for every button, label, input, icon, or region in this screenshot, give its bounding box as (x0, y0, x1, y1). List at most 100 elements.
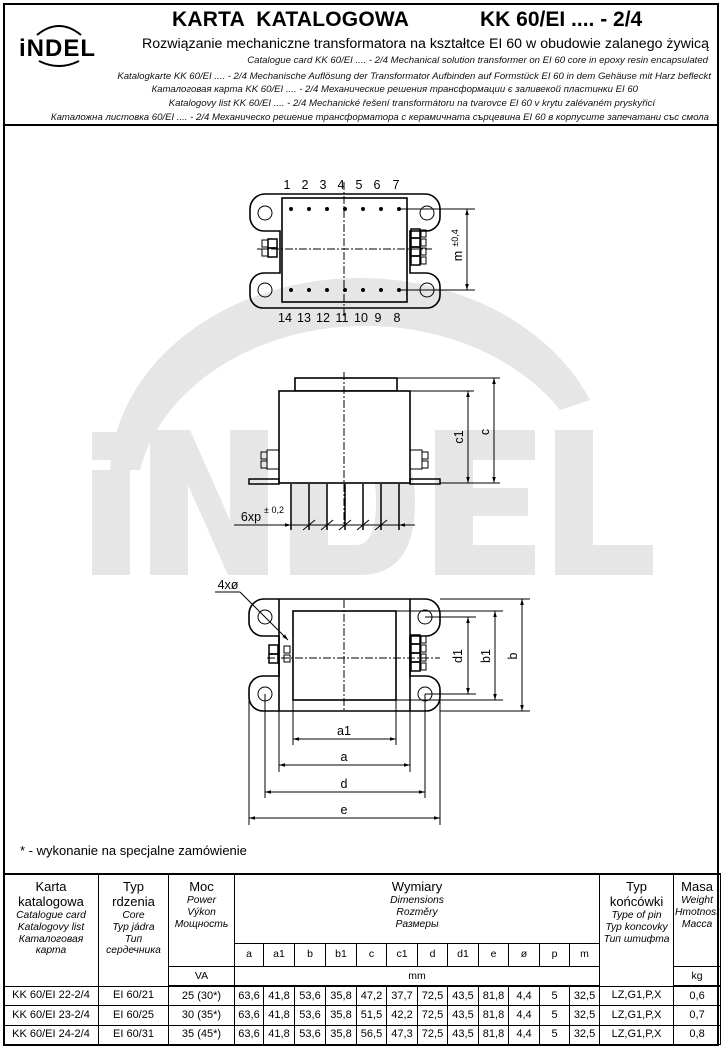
side-view (234, 372, 500, 531)
table-cell: KK 60/EI 24-2/4 (3, 1024, 99, 1045)
m-label: m (451, 251, 465, 261)
pin-label: 4 (338, 178, 345, 192)
dim-key: c1 (386, 942, 418, 967)
top-view (249, 182, 475, 318)
table-cell: 53,6 (294, 1005, 326, 1026)
table-cell: 32,5 (568, 1005, 601, 1026)
pin-label: 5 (356, 178, 363, 192)
p-tolerance: ± 0,2 (264, 505, 284, 515)
table-cell: 0,7 (673, 1005, 722, 1026)
pin-label: 7 (393, 178, 400, 192)
pin-label: 14 (278, 311, 292, 325)
table-cell: 5 (539, 1024, 570, 1045)
pin-label: 12 (316, 311, 330, 325)
dim-key: d (417, 942, 448, 967)
catalogue-code: KK 60/EI .... - 2/4 (480, 8, 643, 31)
table-cell: 72,5 (417, 985, 448, 1006)
dim-key: e (478, 942, 509, 967)
pin-label: 3 (320, 178, 327, 192)
table-cell: 35,8 (325, 1005, 357, 1026)
svg-text:iNDEL: iNDEL (19, 35, 96, 62)
dim-key: a (234, 942, 264, 967)
table-cell: 47,3 (386, 1024, 418, 1045)
pin-label: 11 (336, 311, 349, 325)
c1-label: c1 (452, 430, 466, 443)
table-cell: 35,8 (325, 1024, 357, 1045)
table-cell: 42,2 (386, 1005, 418, 1026)
table-cell: EI 60/31 (98, 1024, 169, 1045)
table-cell: 35,8 (325, 985, 357, 1006)
dim-key: a1 (263, 942, 295, 967)
table-cell: 56,5 (356, 1024, 387, 1045)
table-cell: 53,6 (294, 1024, 326, 1045)
table-cell: 72,5 (417, 1024, 448, 1045)
dim-key: b1 (325, 942, 357, 967)
dim-key: b (294, 942, 326, 967)
table-cell: 63,6 (234, 985, 264, 1006)
subtitle-en: Catalogue card KK 60/EI .... - 2/4 Mecha… (247, 55, 708, 66)
table-cell: 47,2 (356, 985, 387, 1006)
pin-label: 2 (302, 178, 309, 192)
subtitle-de: Katalogkarte KK 60/EI .... - 2/4 Mechani… (117, 71, 711, 82)
table-cell: LZ,G1,P,X (599, 1024, 675, 1045)
table-cell: 35 (45*) (168, 1024, 235, 1045)
e-label: e (341, 803, 348, 817)
table-cell: 81,8 (478, 1005, 509, 1026)
pin-label: 9 (375, 311, 382, 325)
unit-power: VA (168, 965, 235, 987)
table-cell: 63,6 (234, 1005, 264, 1026)
table-cell: 5 (539, 985, 570, 1006)
watermark (92, 278, 653, 575)
special-order-note: * - wykonanie na specjalne zamówienie (20, 843, 247, 858)
pin-label: 1 (284, 178, 291, 192)
table-cell: 43,5 (447, 1005, 479, 1026)
table-cell: KK 60/EI 23-2/4 (3, 1005, 99, 1026)
subtitle-ru: Каталоговая карта KK 60/EI .... - 2/4 Ме… (151, 84, 638, 95)
indel-logo: iNDEL (19, 25, 96, 67)
header: iNDEL (3, 3, 719, 126)
unit-dims: mm (233, 965, 601, 987)
dim-key: d1 (447, 942, 479, 967)
unit-mass: kg (673, 965, 722, 987)
table-cell: 4,4 (508, 1005, 540, 1026)
table-cell: 72,5 (417, 1005, 448, 1026)
a-label: a (341, 750, 348, 764)
table-cell: 37,7 (386, 985, 418, 1006)
table-cell: 81,8 (478, 985, 509, 1006)
table-cell: EI 60/25 (98, 1005, 169, 1026)
table-cell: 51,5 (356, 1005, 387, 1026)
subtitle-bg: Каталожна листовка 60/EI .... - 2/4 Меха… (50, 112, 709, 123)
table-cell: LZ,G1,P,X (599, 985, 675, 1006)
table-cell: 4,4 (508, 985, 540, 1006)
d-label: d (341, 777, 348, 791)
pin-label: 6 (374, 178, 381, 192)
page-frame (3, 3, 719, 1046)
technical-drawing: 1 2 3 4 5 6 7 14 13 12 11 10 9 8 m ±0,4 … (92, 178, 653, 825)
table-cell: 30 (35*) (168, 1005, 235, 1026)
dim-key: p (539, 942, 570, 967)
b-label: b (506, 652, 520, 659)
table-cell: 43,5 (447, 985, 479, 1006)
pin-label: 8 (394, 311, 401, 325)
table-cell: EI 60/21 (98, 985, 169, 1006)
table-cell: 53,6 (294, 985, 326, 1006)
d1-label: d1 (451, 649, 465, 663)
table-cell: 32,5 (568, 985, 601, 1006)
table-cell: 4,4 (508, 1024, 540, 1045)
title: KARTA KATALOGOWA (172, 8, 410, 31)
table-cell: 0,6 (673, 985, 722, 1006)
table-cell: 32,5 (568, 1024, 601, 1045)
bottom-view (215, 591, 530, 825)
table-cell: 0,8 (673, 1024, 722, 1045)
a1-label: a1 (337, 724, 351, 738)
pin-label: 10 (354, 311, 368, 325)
table-cell: 41,8 (263, 985, 295, 1006)
